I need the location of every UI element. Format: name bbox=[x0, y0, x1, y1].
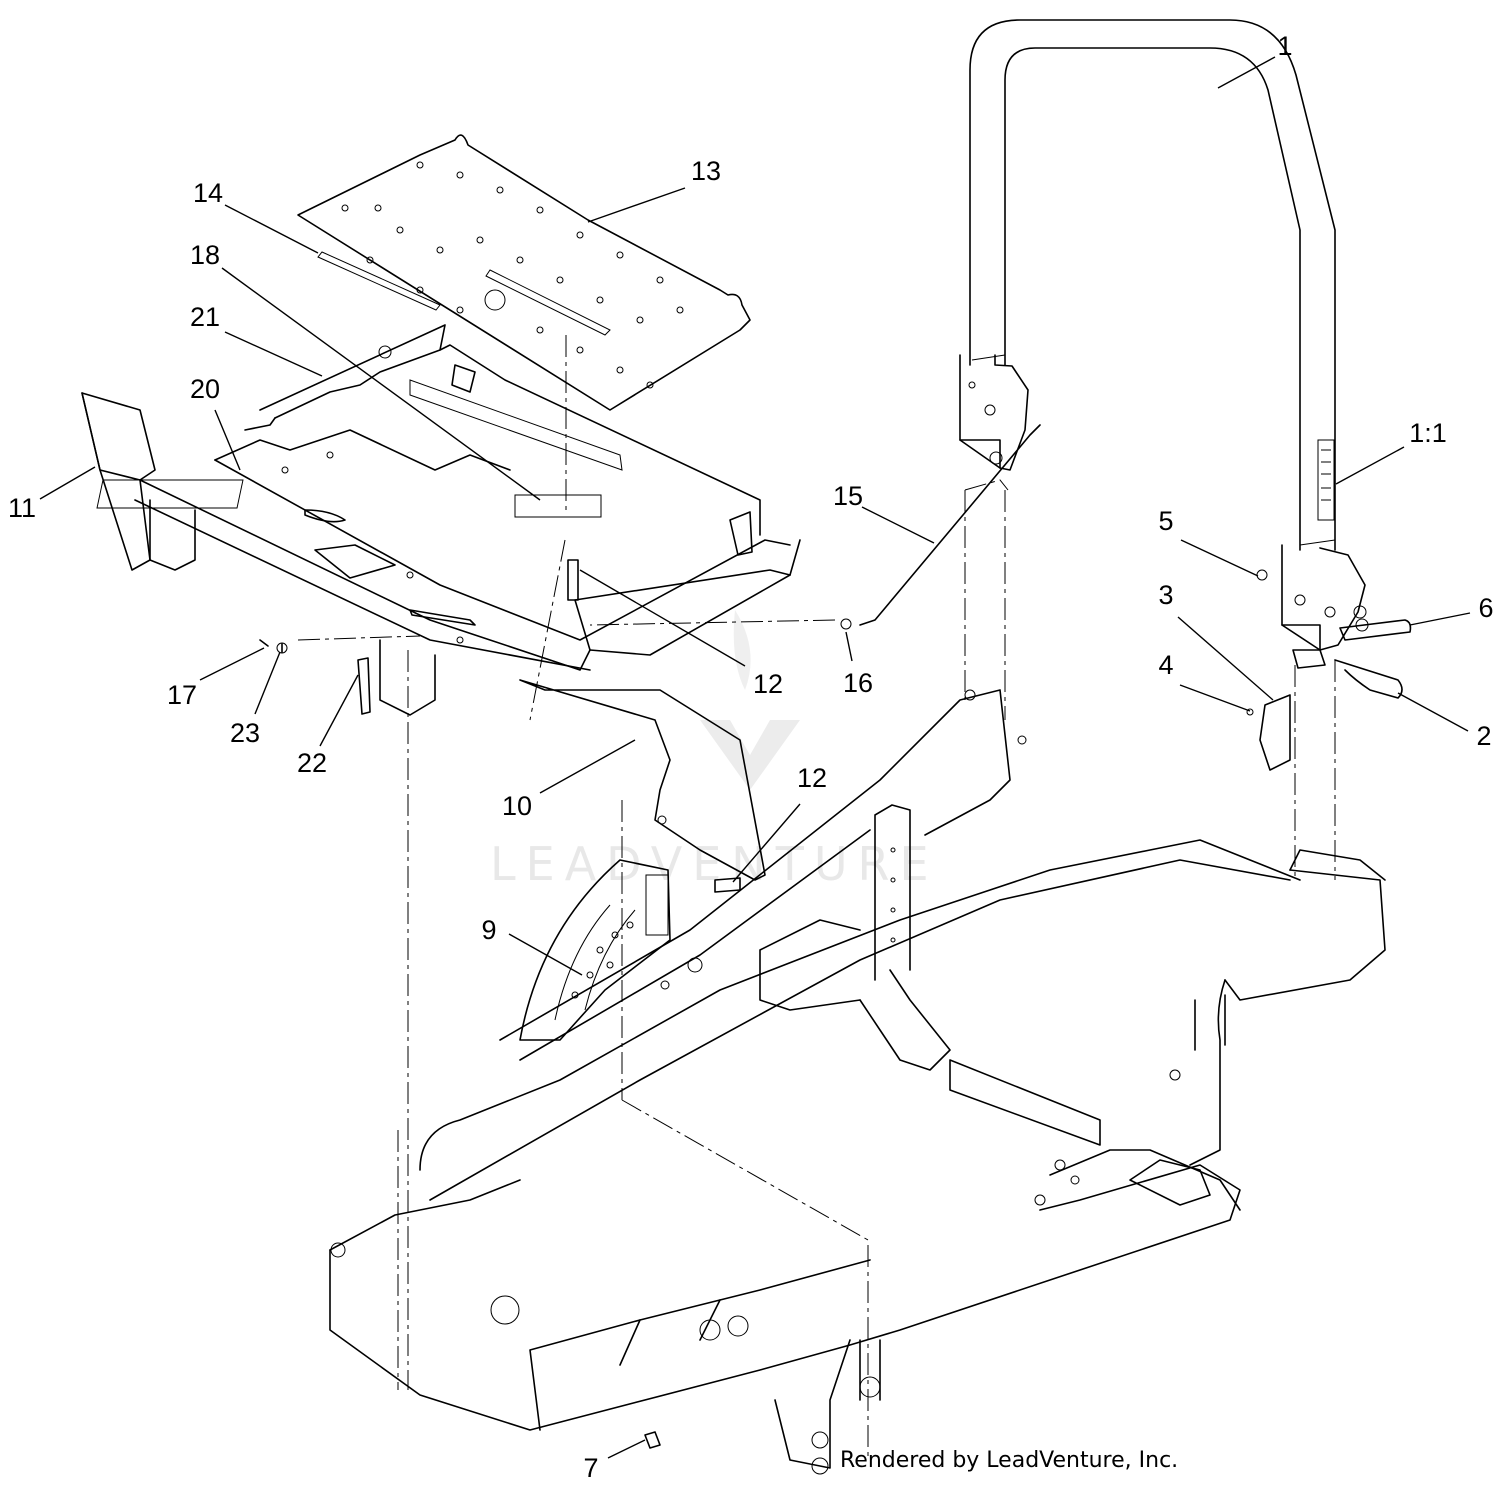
leader-line-10 bbox=[539, 739, 636, 794]
callout-3: 3 bbox=[1158, 580, 1173, 610]
watermark-text: LEADVENTURE bbox=[490, 837, 939, 891]
leader-line-11 bbox=[39, 466, 96, 500]
leader-line-1-1 bbox=[1335, 446, 1405, 485]
leader-line-23 bbox=[254, 651, 281, 715]
shield-10 bbox=[519, 679, 766, 881]
callout-20: 20 bbox=[190, 374, 220, 404]
callout-4: 4 bbox=[1158, 650, 1173, 680]
callout-12b: 12 bbox=[797, 763, 827, 793]
leader-line-17 bbox=[199, 647, 265, 681]
leader-line-12b bbox=[732, 803, 801, 883]
link-rod bbox=[840, 424, 1041, 630]
callout-17: 17 bbox=[167, 680, 197, 710]
callout-11: 11 bbox=[8, 493, 36, 523]
callout-5: 5 bbox=[1158, 506, 1173, 536]
plate-9 bbox=[519, 859, 703, 1041]
leader-line-14 bbox=[224, 204, 319, 254]
render-credit: Rendered by LeadVenture, Inc. bbox=[840, 1448, 1179, 1473]
leader-line-4 bbox=[1179, 684, 1251, 712]
leader-line-13 bbox=[587, 187, 686, 223]
hardware-pins bbox=[1246, 569, 1412, 771]
leader-line-20 bbox=[214, 409, 241, 471]
chassis-frame bbox=[329, 689, 1386, 1475]
leader-line-6 bbox=[1409, 612, 1471, 626]
callout-22: 22 bbox=[297, 748, 327, 778]
callout-14: 14 bbox=[193, 178, 223, 208]
callout-21: 21 bbox=[190, 302, 220, 332]
leader-line-3 bbox=[1177, 616, 1274, 701]
leader-line-1 bbox=[1217, 56, 1276, 89]
roll-bar bbox=[959, 19, 1367, 651]
leader-line-21 bbox=[224, 331, 323, 377]
leader-line-7 bbox=[607, 1439, 646, 1459]
callout-12a: 12 bbox=[753, 669, 783, 699]
leader-line-9 bbox=[508, 933, 583, 976]
leader-line-22 bbox=[319, 674, 359, 747]
callout-1: 1 bbox=[1277, 31, 1292, 61]
leader-line-15 bbox=[861, 506, 935, 544]
callout-18: 18 bbox=[190, 240, 220, 270]
callout-10: 10 bbox=[502, 791, 532, 821]
leader-line-12a bbox=[579, 569, 746, 667]
leader-line-16 bbox=[845, 631, 853, 662]
leader-line-2 bbox=[1397, 692, 1469, 732]
platform-deck bbox=[81, 324, 801, 716]
leader-line-18 bbox=[221, 267, 541, 501]
callout-7: 7 bbox=[583, 1453, 598, 1483]
callout-6: 6 bbox=[1478, 593, 1493, 623]
watermark: LEADVENTURE bbox=[490, 610, 939, 891]
callout-13: 13 bbox=[691, 156, 721, 186]
frame-posts-hidden bbox=[297, 479, 1336, 1460]
callout-1-1: 1:1 bbox=[1409, 418, 1447, 448]
callout-9: 9 bbox=[481, 915, 496, 945]
fasteners bbox=[259, 559, 741, 1449]
callout-15: 15 bbox=[833, 481, 863, 511]
leader-line-5 bbox=[1180, 539, 1259, 577]
callout-23: 23 bbox=[230, 718, 260, 748]
floor-plate bbox=[297, 134, 751, 515]
callout-2: 2 bbox=[1476, 721, 1491, 751]
callout-16: 16 bbox=[843, 668, 873, 698]
